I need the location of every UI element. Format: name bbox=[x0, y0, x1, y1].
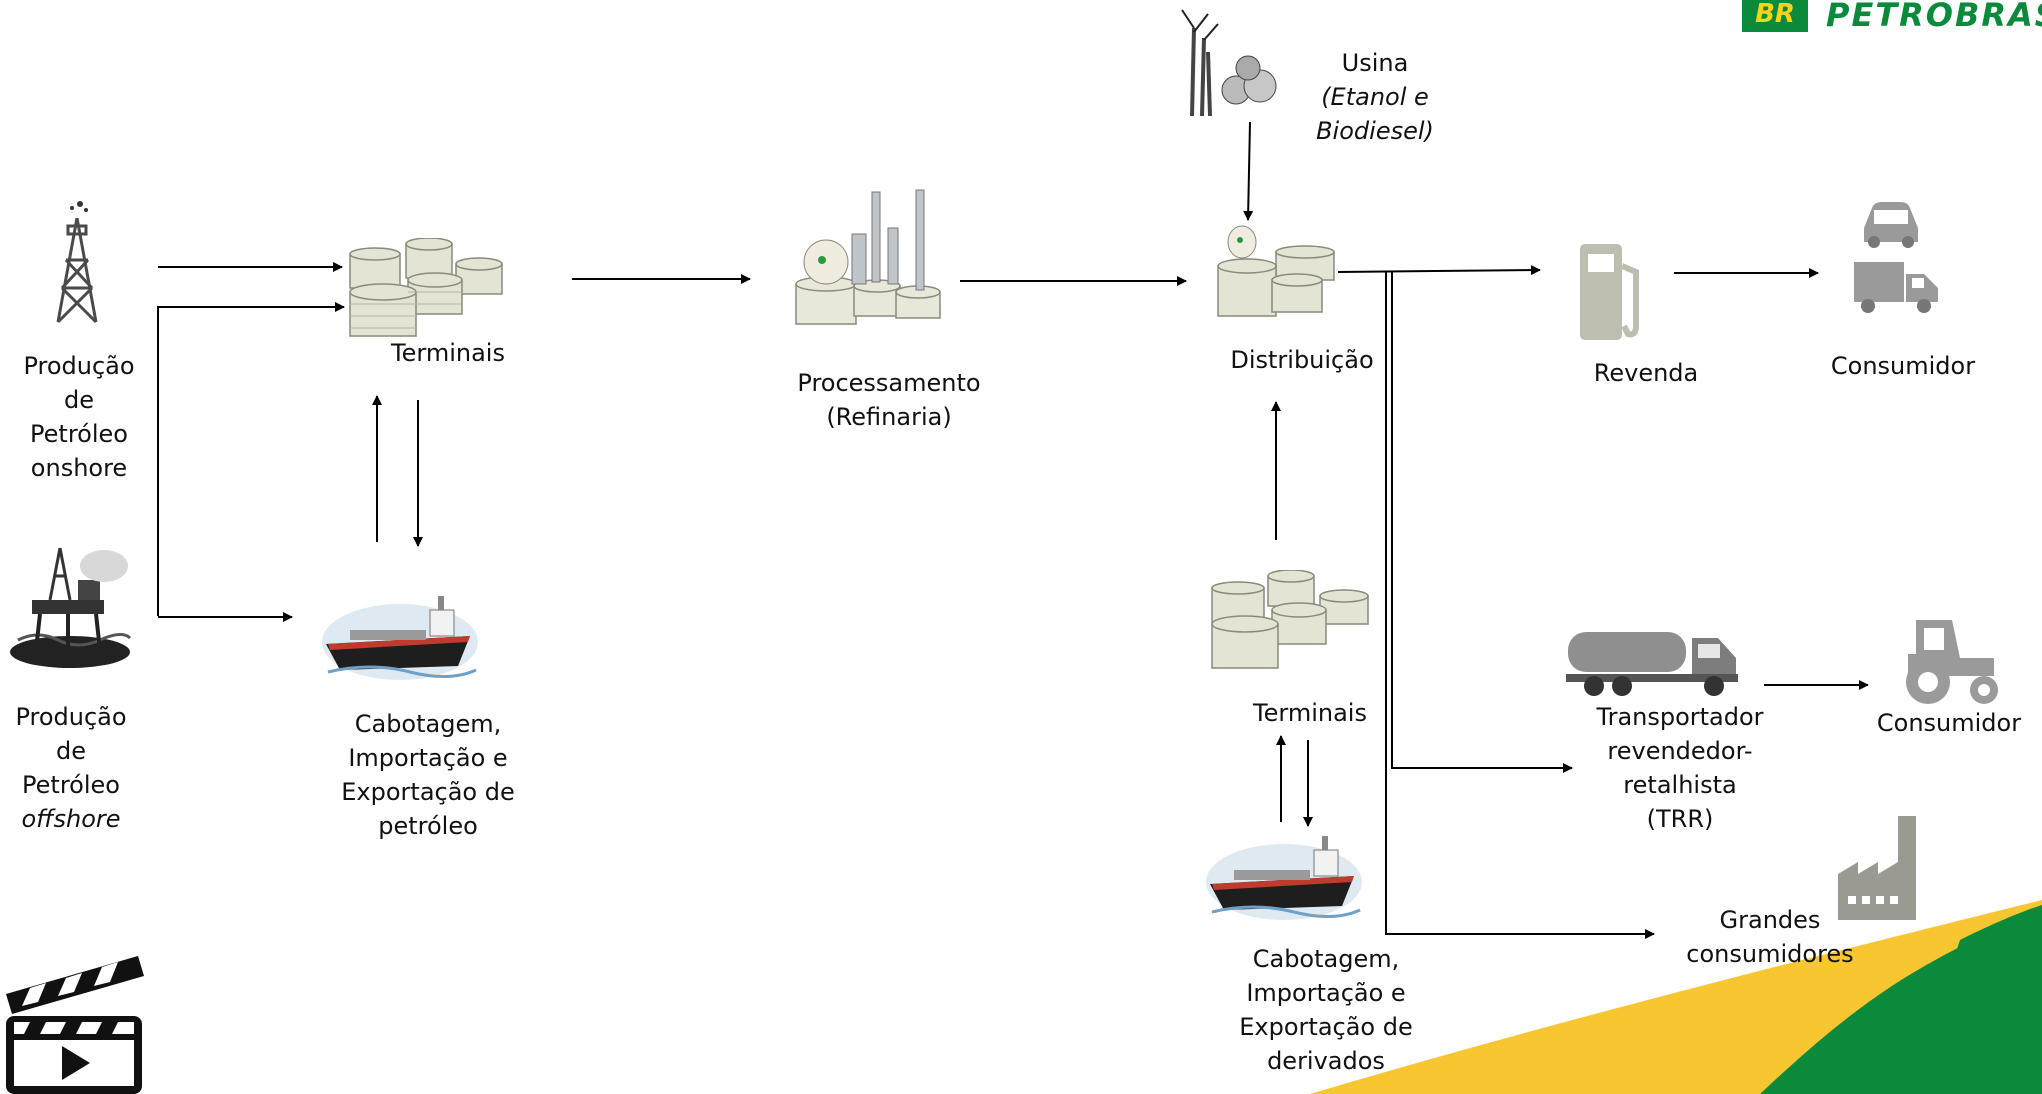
label-trr: Transportador revendedor- retalhista (TR… bbox=[1596, 703, 1764, 833]
arrow-distribuicao-trr bbox=[1391, 272, 1573, 773]
tractor-icon bbox=[1906, 620, 1998, 704]
label-refinaria: Processamento (Refinaria) bbox=[797, 369, 981, 431]
arrow-distribuicao-grandes bbox=[1385, 272, 1655, 939]
arrow-distribuicao-revenda bbox=[1337, 265, 1541, 276]
video-clapper-icon[interactable] bbox=[0, 950, 146, 1094]
label-distribuicao: Distribuição bbox=[1230, 346, 1374, 374]
brand-badge: BR bbox=[1742, 0, 1808, 32]
label-consumidor-2: Consumidor bbox=[1876, 709, 2022, 737]
arrow-offshore-terminais bbox=[157, 302, 345, 616]
tank-truck-icon bbox=[1566, 632, 1738, 696]
storage-tanks-icon-2 bbox=[1211, 570, 1369, 669]
arrow-usina-distribuicao bbox=[1243, 121, 1254, 221]
brand-name: PETROBRAS bbox=[1826, 0, 2042, 34]
label-offshore: Produção de Petróleo offshore bbox=[15, 703, 127, 833]
label-cabotagem-derivados: Cabotagem, Importação e Exportação de de… bbox=[1239, 945, 1413, 1075]
car-icon bbox=[1864, 202, 1918, 248]
truck-icon bbox=[1854, 262, 1938, 313]
label-usina: Usina (Etanol e Biodiesel) bbox=[1316, 49, 1434, 145]
label-terminais-2: Terminais bbox=[1253, 699, 1367, 727]
storage-tanks-icon bbox=[349, 238, 503, 337]
label-consumidor-1: Consumidor bbox=[1830, 352, 1976, 380]
label-cabotagem-petroleo: Cabotagem, Importação e Exportação de pe… bbox=[341, 710, 515, 840]
fuel-pump-icon bbox=[1580, 244, 1639, 340]
distribution-tanks-icon bbox=[1217, 225, 1335, 317]
refinery-icon bbox=[795, 189, 941, 325]
offshore-platform-icon bbox=[10, 547, 132, 668]
oil-derrick-icon bbox=[56, 201, 98, 324]
label-terminais-1: Terminais bbox=[391, 339, 505, 367]
tanker-ship-icon-2 bbox=[1206, 836, 1362, 920]
label-onshore: Produção de Petróleo onshore bbox=[23, 352, 135, 482]
label-revenda: Revenda bbox=[1593, 359, 1699, 387]
tanker-ship-icon bbox=[322, 596, 478, 680]
petrobras-logo: BR PETROBRAS bbox=[1742, 0, 2042, 34]
label-grandes-consumidores: Grandes consumidores bbox=[1686, 906, 1854, 968]
sugarcane-icon bbox=[1181, 9, 1277, 117]
factory-icon bbox=[1838, 816, 1916, 920]
